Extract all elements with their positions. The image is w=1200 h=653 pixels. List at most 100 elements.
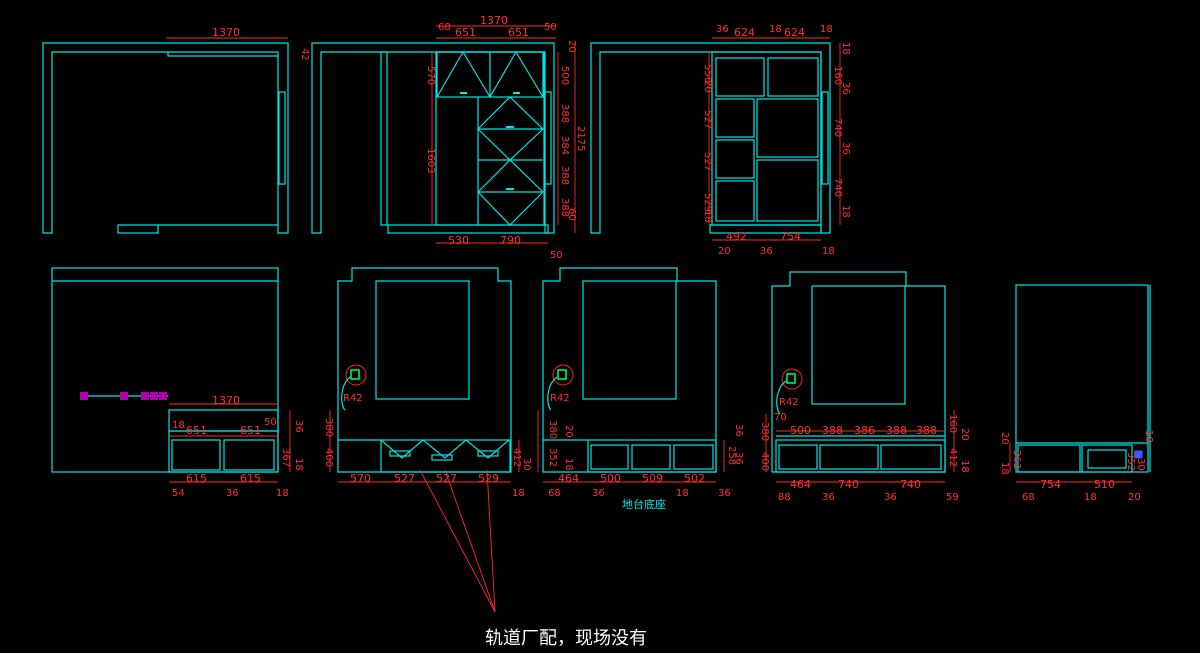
e2-dim-left-1: 1603 — [425, 148, 436, 173]
p2-dim-right-0: 412 — [511, 448, 522, 467]
e3-dim-right-3: 740 — [832, 118, 843, 137]
track-leader-lines — [419, 469, 496, 613]
p4-dim-bottom-small-0: 88 — [778, 492, 791, 503]
p2-dim-right-1: 30 — [521, 458, 532, 471]
e2-dim-right-4: 388 — [559, 198, 570, 217]
e1-dim-right: 42 — [299, 48, 310, 61]
p2-dim-bottom-1: 527 — [394, 472, 415, 485]
p3-dim-bottom-0: 464 — [558, 472, 579, 485]
elevation-2: 1370 68 50 651 651 570 1603 500 388 384 … — [311, 14, 586, 261]
p3-dim-right-2: 36 — [733, 452, 744, 465]
e3-dim-top-0: 36 — [716, 24, 729, 35]
e3-dim-left-5: 18 — [702, 210, 713, 223]
p2-dim-left-0: 380 — [323, 418, 334, 437]
e3-dim-right-0: 18 — [840, 42, 851, 55]
e2-dim-right-small-0: 20 — [566, 40, 577, 53]
p1-dim-mid-0: 651 — [186, 424, 207, 437]
plan-4: R42 380 70 400 500 388 386 388 388 464 7… — [759, 271, 970, 503]
e3-dim-bottom-1: 754 — [780, 230, 801, 243]
e2-dim-bottom-1: 790 — [500, 234, 521, 247]
p3-dim-left-2: 352 — [547, 448, 558, 467]
e2-dim-right-total: 2175 — [575, 126, 586, 151]
p4-dim-right-0: 160 — [947, 414, 958, 433]
p4-dim-bottom-2: 740 — [900, 478, 921, 491]
p5-dim-bottom-1: 510 — [1094, 478, 1115, 491]
e2-dim-bottom-right: 50 — [550, 250, 563, 261]
e3-dim-left-1: 20 — [702, 80, 713, 93]
p4-dim-top-3: 388 — [886, 424, 907, 437]
p5-dim-bottom-0: 754 — [1040, 478, 1061, 491]
e3-dim-left-0: 550 — [702, 64, 713, 83]
p5-dim-left-0: 20 — [999, 432, 1010, 445]
e3-dim-bottom-small-0: 20 — [718, 246, 731, 257]
p2-dim-left-1: 400 — [323, 448, 334, 467]
p3-dim-bottom-2: 509 — [642, 472, 663, 485]
track-note: 轨道厂配，现场没有 — [485, 628, 647, 649]
e2-dim-bottom-0: 530 — [448, 234, 469, 247]
p2-dim-bottom-small-0: 18 — [512, 488, 525, 499]
e3-dim-top-2: 18 — [769, 24, 782, 35]
p2-dim-bottom-3: 529 — [478, 472, 499, 485]
p1-dim-right-0: 367 — [280, 448, 291, 467]
p3-dim-right-1: 258 — [726, 446, 737, 465]
e3-dim-top-1: 624 — [734, 26, 755, 39]
p4-dim-bottom-1: 740 — [838, 478, 859, 491]
p3-dim-radius: R42 — [550, 393, 570, 404]
elevation-3: 36 624 18 624 18 550 20 527 527 529 18 1… — [590, 24, 851, 257]
p2-dim-bottom-2: 527 — [436, 472, 457, 485]
p2-dim-bottom-0: 570 — [350, 472, 371, 485]
p4-dim-left-1: 70 — [774, 412, 787, 423]
e3-dim-bottom-small-1: 36 — [760, 246, 773, 257]
p2-dim-radius: R42 — [343, 393, 363, 404]
p3-dim-bottom-small-2: 18 — [676, 488, 689, 499]
p5-dim-bottom-small-1: 18 — [1084, 492, 1097, 503]
p4-dim-top-1: 388 — [822, 424, 843, 437]
e1-dim-top: 1370 — [212, 26, 240, 39]
p1-dim-bottom-0: 615 — [186, 472, 207, 485]
e3-dim-left-4: 529 — [702, 193, 713, 212]
p1-dim-bottom-1: 615 — [240, 472, 261, 485]
p5-dim-right-1: 352 — [1125, 452, 1136, 471]
e2-dim-right-2: 384 — [559, 136, 570, 155]
p3-dim-left-0: 380 — [547, 420, 558, 439]
p3-dim-left-3: 18 — [563, 458, 574, 471]
p4-dim-right-3: 18 — [959, 460, 970, 473]
e2-dim-right-0: 500 — [559, 66, 570, 85]
p1-dim-mid-1: 651 — [240, 424, 261, 437]
p1-dim-bottom-small-1: 36 — [226, 488, 239, 499]
e3-dim-left-2: 527 — [702, 110, 713, 129]
plan-2: R42 380 400 570 527 527 529 18 412 30 — [323, 267, 532, 499]
p3-dim-bottom-small-0: 68 — [548, 488, 561, 499]
e2-dim-top-right: 50 — [544, 22, 557, 33]
e3-dim-bottom-0: 492 — [726, 230, 747, 243]
e2-dim-top: 1370 — [480, 14, 508, 27]
p3-dim-bottom-1: 500 — [600, 472, 621, 485]
p4-dim-left-0: 380 — [759, 422, 770, 441]
p4-dim-left-2: 400 — [759, 452, 770, 471]
p5-dim-right-0: 18 — [1143, 430, 1154, 443]
p3-dim-bottom-small-3: 36 — [718, 488, 731, 499]
p4-dim-top-4: 388 — [916, 424, 937, 437]
p1-dim-bottom-small-0: 54 — [172, 488, 185, 499]
p5-dim-right-2: 30 — [1135, 458, 1146, 471]
e3-dim-top-3: 624 — [784, 26, 805, 39]
e2-dim-right-small-1: 60 — [566, 208, 577, 221]
e3-dim-right-4: 36 — [840, 142, 851, 155]
elevation-1: 1370 42 — [42, 26, 310, 234]
p3-dim-bottom-small-1: 36 — [592, 488, 605, 499]
p1-dim-bottom-small-2: 18 — [276, 488, 289, 499]
p5-dim-left-2: 18 — [999, 462, 1010, 475]
p1-dim-top: 1370 — [212, 394, 240, 407]
e2-dim-upper-0: 651 — [455, 26, 476, 39]
p4-dim-bottom-small-1: 36 — [822, 492, 835, 503]
p1-dim-right-1: 18 — [293, 458, 304, 471]
p4-dim-top-2: 386 — [854, 424, 875, 437]
p1-dim-top-small-2: 36 — [293, 420, 304, 433]
e3-dim-right-1: 160 — [832, 66, 843, 85]
p5-dim-left-1: 362 — [1011, 450, 1022, 469]
p3-dim-right-0: 36 — [733, 424, 744, 437]
p4-dim-bottom-small-2: 36 — [884, 492, 897, 503]
e3-dim-right-6: 18 — [840, 205, 851, 218]
e3-dim-right-2: 36 — [840, 82, 851, 95]
